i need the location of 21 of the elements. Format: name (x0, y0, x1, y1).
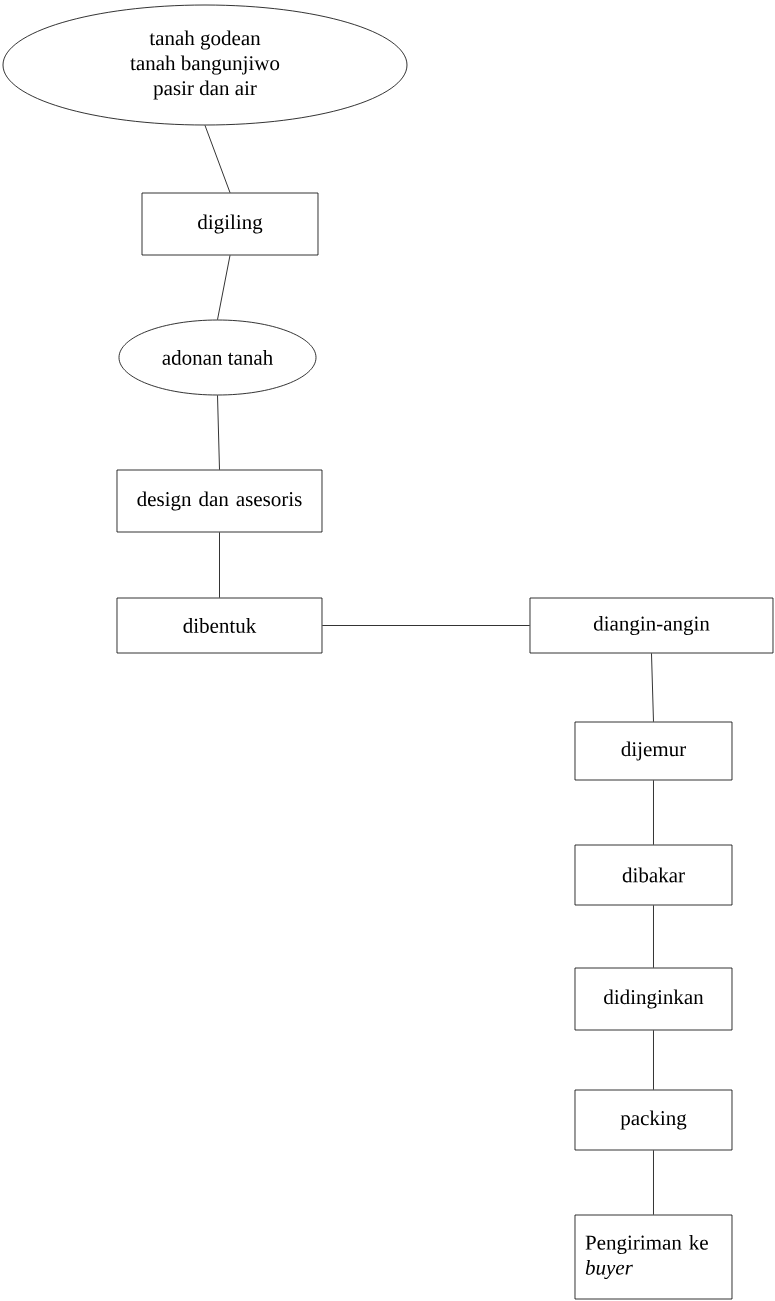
connector-line (653, 1150, 654, 1215)
connector-line (219, 532, 220, 598)
connector-line (653, 780, 654, 845)
connector-line (217, 255, 231, 320)
process-box: dijemur (574, 721, 733, 781)
ellipse-node: adonan tanah (118, 319, 317, 396)
ellipse-node: tanah godean tanah bangunjiwo pasir dan air (2, 4, 408, 126)
connector-line (217, 395, 220, 470)
connector-line (322, 625, 530, 626)
process-box: didinginkan (574, 967, 733, 1031)
process-box: digiling (141, 192, 319, 256)
process-box: dibentuk (116, 597, 323, 654)
process-box: dibakar (574, 844, 733, 906)
connector-line (204, 125, 231, 193)
connector-line (653, 1030, 654, 1090)
connector-line (653, 905, 654, 968)
connector-line (651, 653, 654, 722)
process-box: diangin-angin (529, 597, 774, 654)
process-box: design dan asesoris (116, 469, 323, 533)
process-box: Pengiriman ke buyer (574, 1214, 733, 1300)
process-box: packing (574, 1089, 733, 1151)
